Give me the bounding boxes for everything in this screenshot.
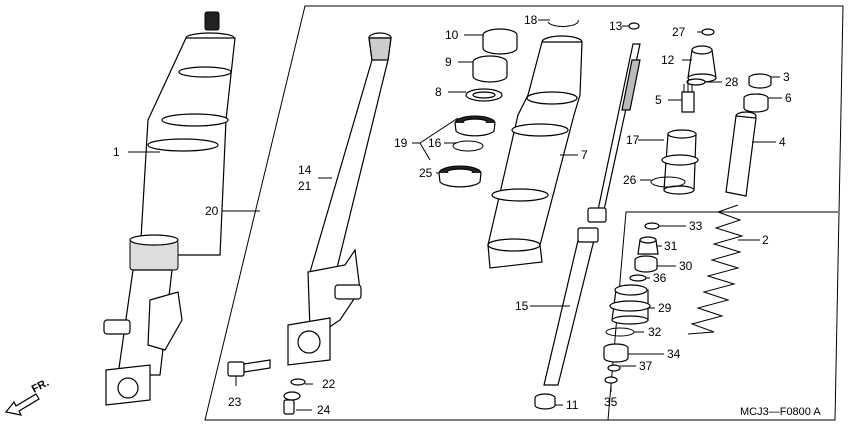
damper-rod-15 bbox=[543, 43, 641, 386]
label-22: 22 bbox=[322, 377, 336, 391]
label-20: 20 bbox=[205, 204, 219, 218]
joint-5 bbox=[681, 80, 695, 113]
label-25: 25 bbox=[419, 166, 433, 180]
bushing-10 bbox=[482, 28, 518, 55]
label-9: 9 bbox=[445, 55, 452, 69]
piston-29 bbox=[609, 284, 651, 325]
clip-16 bbox=[452, 140, 484, 152]
washer-37 bbox=[607, 364, 621, 372]
label-31: 31 bbox=[664, 239, 678, 253]
label-23: 23 bbox=[228, 395, 242, 409]
fork-assembly-1 bbox=[103, 11, 236, 406]
label-26: 26 bbox=[623, 173, 637, 187]
stopper-ring-18 bbox=[547, 19, 579, 27]
bolt-24 bbox=[283, 391, 301, 415]
label-30: 30 bbox=[679, 259, 693, 273]
label-34: 34 bbox=[667, 347, 681, 361]
label-28: 28 bbox=[725, 75, 739, 89]
label-5: 5 bbox=[655, 93, 662, 107]
outer-slider-7 bbox=[487, 35, 583, 269]
label-33: 33 bbox=[689, 219, 703, 233]
nut-3 bbox=[748, 73, 772, 89]
washer-22 bbox=[290, 378, 306, 386]
washer-35 bbox=[604, 376, 618, 384]
o-ring-28 bbox=[686, 78, 706, 86]
label-17: 17 bbox=[626, 133, 640, 147]
label-13: 13 bbox=[609, 19, 623, 33]
spring-collar-4 bbox=[725, 111, 757, 197]
label-12: 12 bbox=[661, 53, 675, 67]
bolt-23 bbox=[227, 359, 271, 377]
washer-8 bbox=[465, 88, 503, 102]
label-18: 18 bbox=[524, 13, 538, 27]
nut-30 bbox=[634, 255, 658, 273]
washer-36 bbox=[629, 274, 647, 282]
label-10: 10 bbox=[445, 28, 459, 42]
label-32: 32 bbox=[648, 325, 662, 339]
fork-bolt-12 bbox=[687, 45, 717, 83]
nut-31 bbox=[637, 236, 659, 255]
adjuster-17 bbox=[661, 129, 699, 195]
nut-34 bbox=[603, 343, 629, 363]
label-21: 21 bbox=[298, 179, 312, 193]
label-6: 6 bbox=[785, 91, 792, 105]
label-8: 8 bbox=[435, 85, 442, 99]
label-14: 14 bbox=[298, 163, 312, 177]
o-ring-13 bbox=[628, 22, 640, 30]
label-4: 4 bbox=[779, 135, 786, 149]
leader-lines bbox=[128, 19, 782, 411]
label-3: 3 bbox=[783, 70, 790, 84]
label-2: 2 bbox=[762, 233, 769, 247]
washer-33 bbox=[644, 222, 660, 230]
spacer-6 bbox=[743, 93, 769, 113]
label-19: 19 bbox=[394, 136, 408, 150]
label-37: 37 bbox=[639, 359, 653, 373]
label-11: 11 bbox=[566, 398, 579, 412]
dust-seal-25 bbox=[438, 165, 482, 188]
label-24: 24 bbox=[317, 403, 331, 417]
oil-seal-19 bbox=[454, 115, 496, 137]
fork-tube-14-21 bbox=[287, 32, 392, 366]
o-ring-27 bbox=[701, 28, 715, 36]
label-36: 36 bbox=[653, 271, 667, 285]
diagram-code: MCJ3—F0800 A bbox=[740, 406, 821, 418]
label-27: 27 bbox=[672, 25, 686, 39]
ring-32 bbox=[605, 327, 635, 337]
front-direction-label: FR. bbox=[30, 377, 51, 396]
label-29: 29 bbox=[658, 301, 672, 315]
label-7: 7 bbox=[581, 148, 588, 162]
label-16: 16 bbox=[428, 136, 442, 150]
label-1: 1 bbox=[113, 145, 120, 159]
bushing-9 bbox=[472, 55, 508, 83]
assembly-outline bbox=[204, 5, 844, 421]
label-15: 15 bbox=[515, 299, 529, 313]
fork-spring-2 bbox=[687, 204, 744, 335]
callout-labels: 1 2 3 4 5 6 7 8 9 10 11 12 13 14 15 16 1… bbox=[113, 13, 792, 417]
snap-ring-26 bbox=[650, 176, 686, 188]
drain-bolt-11 bbox=[534, 393, 556, 410]
label-35: 35 bbox=[604, 395, 618, 409]
front-direction-arrow: FR. bbox=[4, 377, 51, 416]
